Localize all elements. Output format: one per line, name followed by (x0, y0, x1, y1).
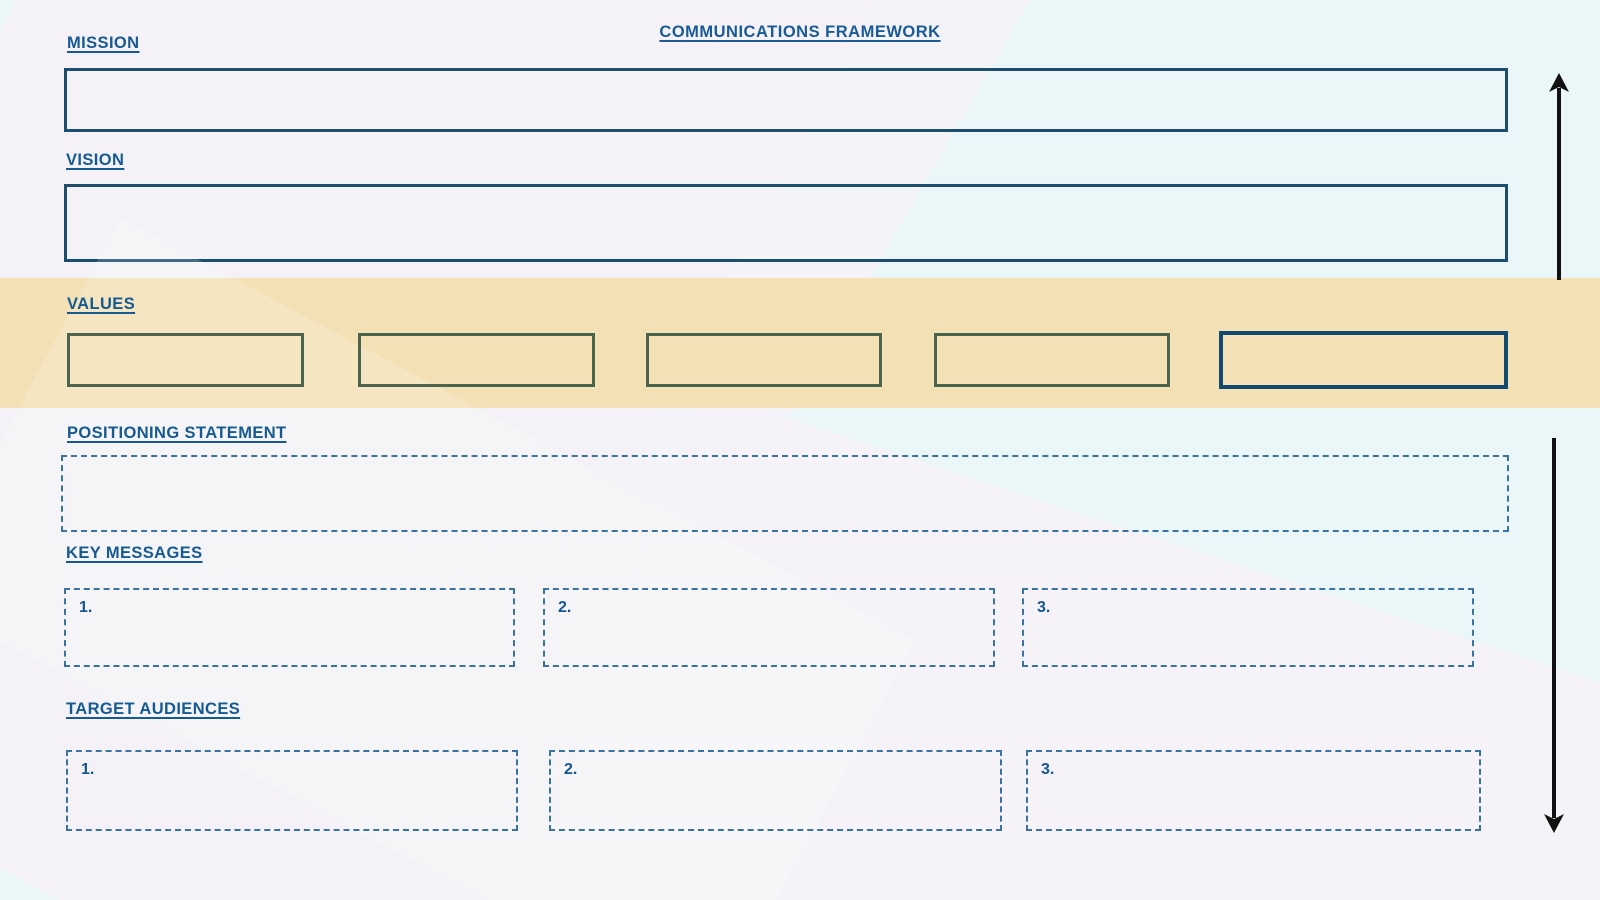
target-audience-number-3: 3. (1041, 761, 1055, 778)
mission-input[interactable] (64, 68, 1508, 132)
key-message-box-2[interactable]: 2. (543, 588, 995, 667)
target-audiences-label: TARGET AUDIENCES (66, 700, 241, 718)
key-message-number-3: 3. (1037, 599, 1051, 616)
key-message-box-1[interactable]: 1. (64, 588, 515, 667)
target-audience-box-3[interactable]: 3. (1026, 750, 1481, 831)
value-box-4[interactable] (934, 333, 1170, 387)
key-messages-label: KEY MESSAGES (66, 544, 203, 562)
vision-input[interactable] (64, 184, 1508, 262)
key-message-box-3[interactable]: 3. (1022, 588, 1474, 667)
page-title: COMMUNICATIONS FRAMEWORK (659, 23, 941, 41)
arrow-up-icon (1549, 73, 1569, 280)
positioning-statement-label: POSITIONING STATEMENT (67, 424, 287, 442)
target-audience-box-1[interactable]: 1. (66, 750, 518, 831)
value-box-1[interactable] (67, 333, 304, 387)
positioning-statement-input[interactable] (61, 455, 1509, 532)
key-message-number-1: 1. (79, 599, 93, 616)
arrow-down-icon (1544, 438, 1564, 833)
values-label: VALUES (67, 295, 136, 313)
values-section: VALUES (0, 218, 1600, 900)
mission-label: MISSION (67, 34, 140, 52)
value-box-2[interactable] (358, 333, 595, 387)
vision-label: VISION (66, 151, 125, 169)
key-message-number-2: 2. (558, 599, 572, 616)
target-audience-number-1: 1. (81, 761, 95, 778)
value-box-5[interactable] (1219, 331, 1508, 389)
value-box-3[interactable] (646, 333, 882, 387)
target-audience-box-2[interactable]: 2. (549, 750, 1002, 831)
target-audience-number-2: 2. (564, 761, 578, 778)
